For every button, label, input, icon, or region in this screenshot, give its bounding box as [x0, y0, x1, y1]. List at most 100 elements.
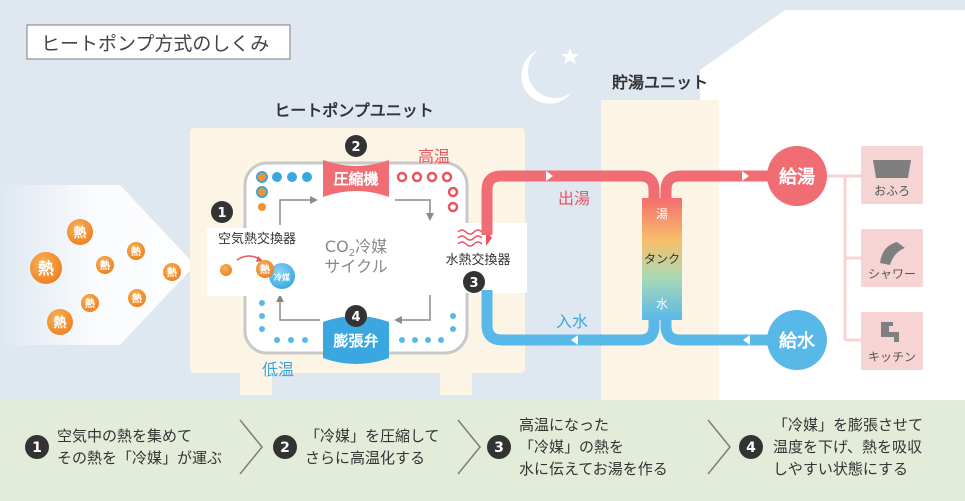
heat-wave-icon [457, 229, 483, 247]
hot-water-pipe [481, 170, 660, 235]
svg-text:熱: 熱 [100, 259, 110, 272]
compressor-number-badge [345, 135, 367, 157]
step-4: 4 「冷媒」を膨張させて 温度を下げ、熱を吸収 しやすい状態にする [739, 416, 923, 478]
title-box [26, 24, 291, 60]
hot-refrigerant-dots-right [396, 171, 459, 213]
svg-text:熱: 熱 [73, 225, 86, 241]
tank-bottom-label: 水 [656, 297, 668, 311]
svg-text:2: 2 [280, 440, 290, 456]
water-supply-circle [767, 310, 827, 370]
svg-text:温度を下げ、熱を吸収: 温度を下げ、熱を吸収 [773, 438, 922, 456]
air-heat-exchanger-number-badge [211, 201, 233, 223]
svg-text:その熱を「冷媒」が運ぶ: その熱を「冷媒」が運ぶ [57, 449, 222, 467]
air-heat-balls: 熱 熱 熱 熱 熱 熱 熱 熱 [30, 219, 181, 335]
faucet-icon [881, 322, 899, 342]
co2-cycle-line2: サイクル [324, 257, 387, 276]
small-heat-ball [220, 264, 232, 276]
svg-text:3: 3 [494, 440, 504, 456]
steps-band [0, 400, 965, 501]
cold-refrigerant-dots [259, 287, 456, 343]
water-heat-exchanger-number-badge [463, 271, 485, 293]
cold-pipe-arrow-icon [571, 335, 578, 345]
step-2: 2 「冷媒」を圧縮して さらに高温化する [273, 427, 440, 467]
in-water-label: 入水 [556, 312, 588, 331]
step-3: 3 高温になった 「冷媒」の熱を 水に伝えてお湯を作る [487, 416, 668, 478]
air-heat-ball: 熱 [81, 294, 99, 312]
cycle-arrow-right-top [395, 199, 431, 215]
water-heat-exchanger-number: 3 [469, 276, 478, 291]
air-heat-ball: 熱 [128, 289, 146, 307]
heat-ball-on-refrigerant [256, 260, 274, 278]
kitchen-box [861, 312, 923, 370]
step-1: 1 空気中の熱を集めて その熱を「冷媒」が運ぶ [25, 427, 222, 467]
supply-branch-lines [827, 174, 862, 342]
tank-middle-label: タンク [644, 252, 680, 266]
refrigerant-ball-label: 冷媒 [274, 272, 291, 282]
hot-supply-label: 給湯 [779, 166, 815, 188]
compressor-label: 圧縮機 [333, 170, 378, 188]
cycle-arrow-top [279, 199, 310, 225]
cycle-arrow-right-bottom [400, 295, 431, 321]
air-heat-ball: 熱 [67, 219, 93, 245]
svg-text:しやすい状態にする: しやすい状態にする [773, 460, 908, 478]
air-heat-ball: 熱 [127, 242, 145, 260]
svg-text:高温になった: 高温になった [519, 416, 609, 434]
star-icon [561, 48, 579, 64]
heat-pump-unit-foot-left [240, 370, 272, 395]
storage-unit-label: 貯湯ユニット [612, 73, 708, 92]
page-title: ヒートポンプ方式のしくみ [41, 33, 269, 55]
cycle-arrow-left-bottom [279, 300, 320, 321]
svg-text:熱: 熱 [132, 292, 142, 305]
step-chevron-3 [707, 419, 731, 475]
water-heat-exchanger-label: 水熱交換器 [445, 252, 510, 268]
heat-pump-unit-label: ヒートポンプユニット [274, 101, 434, 120]
expansion-valve-label: 膨張弁 [333, 332, 378, 350]
svg-text:空気中の熱を集めて: 空気中の熱を集めて [57, 427, 192, 445]
svg-text:熱: 熱 [38, 259, 54, 278]
svg-text:「冷媒」を圧縮して: 「冷媒」を圧縮して [305, 427, 440, 445]
expansion-valve-number-badge [345, 305, 367, 327]
heat-pump-unit-foot-right [440, 370, 472, 395]
moon-icon [521, 50, 572, 104]
hot-supply-arrow-icon [742, 171, 749, 181]
water-supply-label: 給水 [779, 330, 816, 352]
svg-text:「冷媒」を膨張させて: 「冷媒」を膨張させて [773, 416, 923, 434]
air-heat-ball: 熱 [163, 263, 181, 281]
cold-supply-pipe [660, 318, 780, 346]
svg-text:水に伝えてお湯を作る: 水に伝えてお湯を作る [519, 460, 668, 478]
svg-text:熱: 熱 [85, 297, 95, 310]
tank-top-label: 湯 [656, 207, 668, 221]
expansion-valve-shape [323, 316, 389, 364]
house-silhouette [700, 10, 965, 400]
compressor-shape [323, 160, 389, 197]
svg-text:「冷媒」の熱を: 「冷媒」の熱を [519, 438, 624, 456]
hot-refrigerant-dots-left [256, 171, 312, 211]
shower-label: シャワー [868, 267, 916, 281]
hot-pipe-arrow-icon [546, 171, 553, 181]
svg-text:1: 1 [32, 440, 42, 456]
hot-supply-pipe [660, 170, 780, 200]
expansion-valve-number: 4 [351, 310, 360, 325]
heat-ball-label: 熱 [260, 263, 270, 276]
svg-text:熱: 熱 [167, 266, 177, 279]
cold-supply-arrow-icon [743, 335, 750, 345]
step-chevron-2 [457, 419, 481, 475]
low-temp-label: 低温 [262, 360, 294, 379]
svg-text:熱: 熱 [53, 315, 66, 331]
air-heat-ball: 熱 [30, 252, 62, 284]
step-chevron-1 [239, 419, 263, 475]
svg-text:さらに高温化する: さらに高温化する [305, 449, 425, 467]
air-heat-exchanger-number: 1 [217, 206, 226, 221]
compressor-number: 2 [351, 140, 360, 155]
co2-cycle-line1: CO2冷媒 [325, 237, 387, 259]
refrigerant-ball [269, 263, 295, 289]
svg-text:熱: 熱 [131, 245, 141, 258]
kitchen-label: キッチン [868, 350, 916, 364]
high-temp-label: 高温 [418, 147, 450, 166]
hot-water-tank [642, 198, 682, 320]
bath-icon [873, 160, 911, 178]
out-water-label: 出湯 [558, 189, 590, 208]
svg-text:4: 4 [746, 440, 756, 456]
air-heat-exchanger-label: 空気熱交換器 [218, 231, 296, 247]
